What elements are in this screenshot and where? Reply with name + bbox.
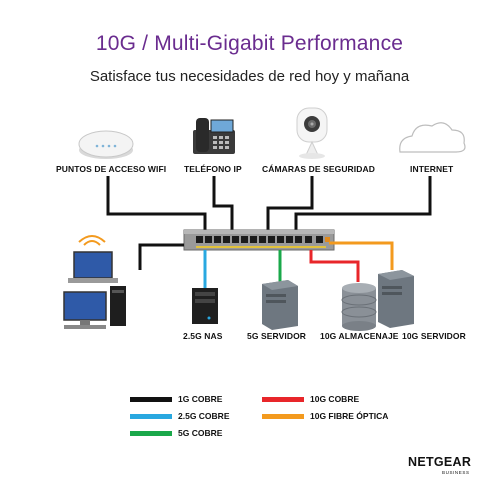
ip-phone-icon	[193, 118, 235, 154]
page-subtitle: Satisface tus necesidades de red hoy y m…	[89, 68, 410, 85]
label-cameras: CÁMARAS DE SEGURIDAD	[262, 164, 375, 174]
wifi-access-point-icon	[78, 130, 134, 159]
legend-swatch-10g-copper	[262, 397, 304, 402]
page-title: 10G / Multi-Gigabit Performance	[95, 32, 404, 55]
network-switch-icon	[183, 229, 335, 251]
legend-label-2-5g: 2.5G COBRE	[178, 411, 230, 421]
security-camera-icon	[296, 107, 328, 159]
label-phone: TELÉFONO IP	[184, 164, 242, 174]
netgear-business-label: BUSINESS	[442, 470, 470, 475]
legend-swatch-10g-fiber	[262, 414, 304, 419]
netgear-logo: NETGEAR	[408, 455, 472, 469]
legend-label-5g: 5G COBRE	[178, 428, 223, 438]
legend-label-10g-fiber: 10G FIBRE ÓPTICA	[310, 411, 389, 421]
label-server-5g: 5G SERVIDOR	[247, 331, 307, 341]
label-wifi: PUNTOS DE ACCESO WIFI	[56, 164, 167, 174]
storage-icon	[341, 283, 377, 331]
legend-label-1g: 1G COBRE	[178, 394, 223, 404]
computers-icon	[63, 235, 126, 329]
server-5g-icon	[262, 280, 298, 330]
label-storage: 10G ALMACENAJE	[320, 331, 399, 341]
legend-label-10g-copper: 10G COBRE	[310, 394, 360, 404]
legend-swatch-5g	[130, 431, 172, 436]
label-internet: INTERNET	[410, 164, 454, 174]
server-10g-icon	[378, 270, 414, 328]
internet-cloud-icon	[399, 122, 466, 153]
nas-icon	[192, 288, 218, 324]
label-server-10g: 10G SERVIDOR	[402, 331, 466, 341]
legend-swatch-2-5g	[130, 414, 172, 419]
legend-swatch-1g	[130, 397, 172, 402]
label-nas: 2.5G NAS	[183, 331, 223, 341]
